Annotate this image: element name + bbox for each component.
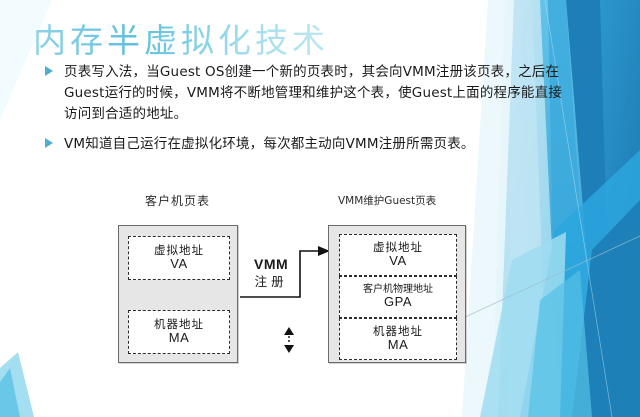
- entry-label-cn: 客户机物理地址: [363, 284, 433, 296]
- guest-page-table-box: 虚拟地址 VA 机器地址 MA: [118, 225, 294, 363]
- entry-label-cn: 机器地址: [373, 324, 423, 339]
- connector-line-1: VMM: [254, 256, 289, 272]
- entry-label-en: VA: [170, 256, 188, 272]
- guest-page-table-caption: 客户机页表: [145, 194, 211, 208]
- guest-va-entry: 虚拟地址 VA: [128, 236, 230, 280]
- page-title: 内存半虚拟化技术: [33, 14, 329, 62]
- vmm-gpa-entry: 客户机物理地址 GPA: [339, 276, 457, 318]
- bullet-text: VM知道自己运行在虚拟化环境，每次都主动向VMM注册所需页表。: [64, 136, 475, 152]
- double-arrow-icon: [284, 327, 294, 353]
- vmm-register-connector-arrow: [240, 246, 330, 298]
- vmm-page-table-caption: VMM维护Guest页表: [338, 195, 437, 207]
- triangle-bullet-icon: [44, 138, 55, 149]
- entry-label-en: GPA: [384, 294, 412, 310]
- entry-label-en: VA: [389, 253, 407, 269]
- guest-ma-entry: 机器地址 MA: [128, 310, 230, 354]
- entry-label-cn: 虚拟地址: [373, 240, 423, 255]
- vmm-ma-entry: 机器地址 MA: [339, 318, 457, 360]
- architecture-diagram: 客户机页表 VMM维护Guest页表 虚拟地址 VA 机器地址 MA VMM: [0, 180, 640, 380]
- vmm-register-label: VMM 注册: [254, 256, 288, 289]
- triangle-bullet-icon: [44, 66, 55, 77]
- entry-label-en: MA: [387, 337, 409, 353]
- entry-label-cn: 机器地址: [154, 317, 204, 332]
- entry-label-en: MA: [168, 330, 190, 346]
- list-item: VM知道自己运行在虚拟化环境，每次都主动向VMM注册所需页表。: [44, 134, 574, 155]
- bullet-list: 页表写入法，当Guest OS创建一个新的页表时，其会向VMM注册该页表，之后在…: [44, 62, 574, 164]
- connector-line-2: 注册: [254, 273, 288, 289]
- vmm-va-entry: 虚拟地址 VA: [339, 234, 457, 276]
- vmm-maintained-page-table-box: 虚拟地址 VA 客户机物理地址 GPA 机器地址 MA: [328, 225, 466, 363]
- list-item: 页表写入法，当Guest OS创建一个新的页表时，其会向VMM注册该页表，之后在…: [44, 62, 574, 125]
- entry-label-cn: 虚拟地址: [154, 243, 204, 258]
- bullet-text: 页表写入法，当Guest OS创建一个新的页表时，其会向VMM注册该页表，之后在…: [64, 64, 563, 122]
